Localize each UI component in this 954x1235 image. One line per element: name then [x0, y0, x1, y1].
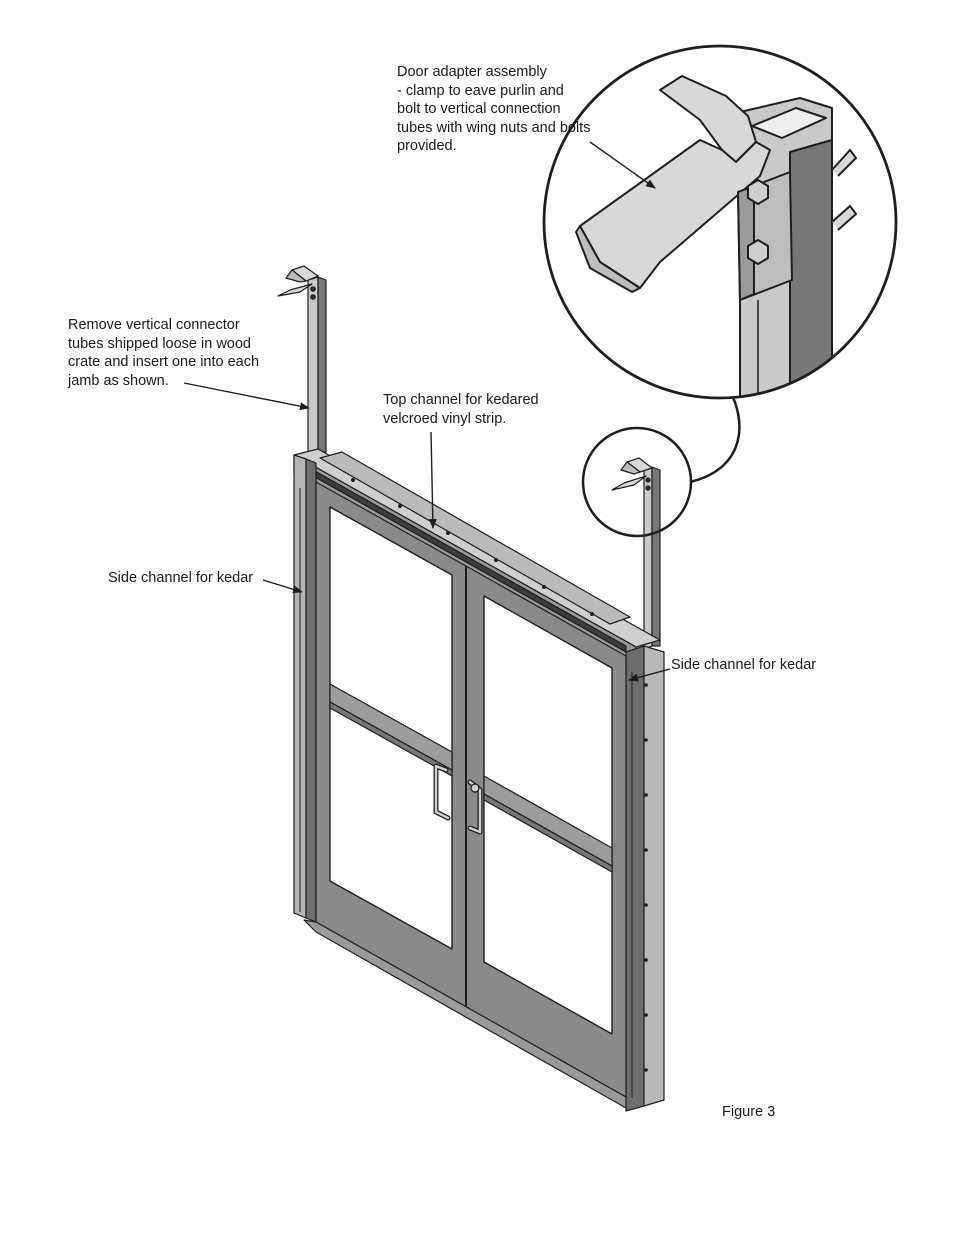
door-handles [433, 763, 483, 835]
header-fastener-dots [351, 478, 594, 616]
threshold [303, 919, 627, 1109]
callout-connector [689, 394, 741, 484]
side-channel-right-label: Side channel for kedar [671, 657, 817, 673]
detail-adapter-bracket [575, 75, 793, 301]
zoom-detail-circle [542, 44, 898, 400]
arrow-remove-tubes [183, 382, 310, 411]
door-adapter-label: Door adapter assembly - clamp to eave pu… [397, 64, 591, 154]
remove-tubes-label: Remove vertical connector tubes shipped … [68, 317, 260, 389]
figure-caption: Figure 3 [722, 1104, 776, 1120]
left-jamb [293, 454, 317, 923]
detail-bolts [747, 179, 769, 265]
left-door-leaf [315, 481, 467, 1008]
arrow-top-channel [428, 431, 437, 529]
top-channel-label: Top channel for kedared velcroed vinyl s… [383, 392, 539, 427]
right-door-leaf [465, 565, 627, 1098]
leader-arrows [183, 141, 671, 682]
right-jamb [625, 645, 665, 1112]
arrow-side-channel-right [628, 668, 671, 682]
arrow-side-channel-left [262, 579, 303, 594]
right-connector-tube [611, 457, 661, 650]
arrow-door-adapter [589, 141, 656, 189]
left-adapter-clip [277, 265, 319, 300]
right-adapter-clip [611, 457, 653, 491]
door-assembly [277, 265, 665, 1112]
jamb-fastener-dots [644, 683, 648, 1072]
detail-connector-tube [739, 97, 857, 398]
left-connector-tube [277, 265, 327, 456]
side-channel-left-label: Side channel for kedar [108, 570, 254, 586]
